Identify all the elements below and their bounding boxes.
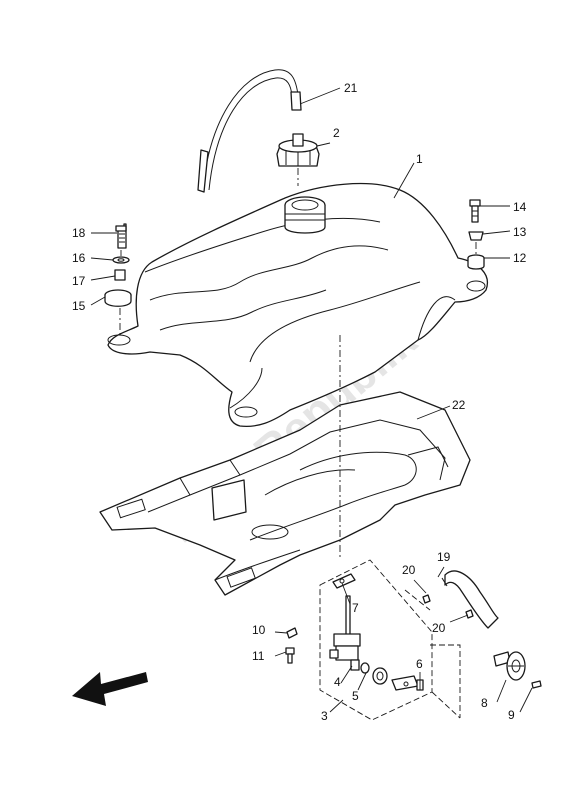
fuel-tank bbox=[107, 182, 488, 428]
callout-2: 2 bbox=[333, 126, 340, 140]
mount-hardware-left bbox=[104, 223, 132, 338]
callout-9: 9 bbox=[508, 708, 515, 722]
callout-6: 6 bbox=[416, 657, 423, 671]
callout-17: 17 bbox=[72, 274, 86, 288]
callout-3: 3 bbox=[321, 709, 328, 723]
tank-tray bbox=[99, 391, 471, 596]
callout-20-upper: 20 bbox=[402, 563, 416, 577]
callout-12: 12 bbox=[513, 251, 527, 265]
callout-14: 14 bbox=[513, 200, 527, 214]
callout-15: 15 bbox=[72, 299, 86, 313]
callout-20-lower: 20 bbox=[432, 621, 446, 635]
fuel-cock-assembly bbox=[285, 559, 542, 721]
callout-22: 22 bbox=[452, 398, 466, 412]
callouts: 21 2 1 18 16 17 15 14 13 12 22 19 20 20 … bbox=[72, 81, 527, 723]
breather-hose bbox=[197, 69, 302, 193]
callout-18: 18 bbox=[72, 226, 86, 240]
callout-8: 8 bbox=[481, 696, 488, 710]
callout-10: 10 bbox=[252, 623, 266, 637]
front-direction-arrow-icon bbox=[72, 672, 148, 706]
callout-21: 21 bbox=[344, 81, 358, 95]
callout-11: 11 bbox=[252, 649, 265, 663]
callout-13: 13 bbox=[513, 225, 527, 239]
callout-5: 5 bbox=[352, 689, 359, 703]
callout-16: 16 bbox=[72, 251, 86, 265]
callout-1: 1 bbox=[416, 152, 423, 166]
fuel-cap bbox=[276, 133, 320, 186]
leader-lines bbox=[90, 87, 533, 713]
callout-19: 19 bbox=[437, 550, 451, 564]
mount-hardware-right bbox=[467, 199, 485, 270]
callout-7: 7 bbox=[352, 601, 359, 615]
callout-4: 4 bbox=[334, 675, 341, 689]
